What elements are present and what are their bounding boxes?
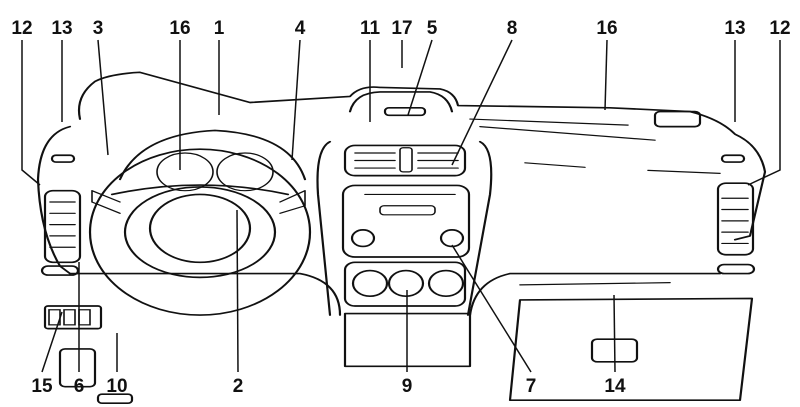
callout-number: 16 xyxy=(596,18,617,39)
leader-line xyxy=(451,244,532,373)
leader-line xyxy=(407,39,433,116)
leader-line xyxy=(21,40,41,186)
callout-number: 12 xyxy=(11,18,32,39)
callout-number: 5 xyxy=(427,18,438,39)
leader-lines xyxy=(21,39,781,373)
callout-number: 9 xyxy=(402,376,413,397)
callout-number: 17 xyxy=(391,18,412,39)
callout-number: 15 xyxy=(31,376,53,397)
callout-number: 1 xyxy=(214,18,225,39)
callout-number: 3 xyxy=(93,18,104,39)
callout-number: 4 xyxy=(295,18,306,39)
callout-number: 6 xyxy=(74,376,85,397)
callout-number: 12 xyxy=(769,18,790,39)
leader-line xyxy=(291,39,301,161)
leader-line xyxy=(451,39,513,166)
leader-line xyxy=(604,39,608,111)
callout-number: 7 xyxy=(526,376,537,397)
leader-line xyxy=(97,39,109,156)
callout-number: 8 xyxy=(507,18,518,39)
callout-number: 13 xyxy=(724,18,745,39)
callout-number: 11 xyxy=(360,18,381,39)
leader-line xyxy=(236,209,239,373)
callout-number: 16 xyxy=(169,18,190,39)
callout-number: 13 xyxy=(51,18,72,39)
callout-number: 2 xyxy=(233,376,244,397)
leader-line xyxy=(747,40,781,186)
leader-line xyxy=(613,294,616,373)
callout-number: 14 xyxy=(604,376,626,397)
callout-number: 10 xyxy=(106,376,127,397)
leader-line xyxy=(41,311,63,373)
